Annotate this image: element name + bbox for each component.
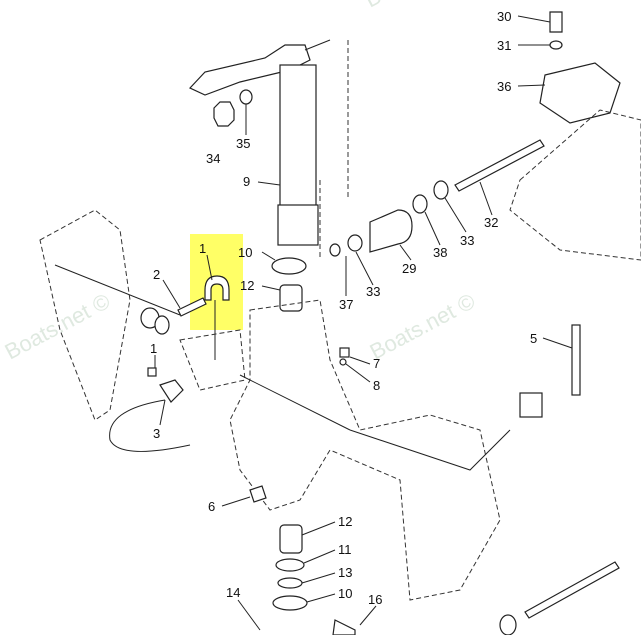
washer-part-35[interactable] (239, 89, 253, 105)
bolt-part-6[interactable] (249, 485, 267, 503)
part-37[interactable] (329, 243, 341, 257)
clamp-bracket-left (39, 209, 131, 421)
switch-part[interactable] (519, 392, 543, 418)
ring-part-13[interactable] (277, 577, 303, 589)
steering-shaft[interactable] (188, 39, 331, 246)
washer-part-33[interactable] (433, 180, 449, 200)
callout-1[interactable]: 1 (199, 241, 206, 256)
washer-part-31[interactable] (549, 40, 563, 50)
watermark: Boats.net © (361, 0, 475, 12)
bushing-part-12b[interactable] (279, 524, 303, 554)
callout-36[interactable]: 36 (497, 79, 511, 94)
lever-part-3[interactable] (159, 379, 184, 403)
callout-7[interactable]: 7 (373, 356, 380, 371)
bolt-part-32[interactable] (454, 139, 545, 192)
callout-31[interactable]: 31 (497, 38, 511, 53)
nut-part-7[interactable] (339, 347, 350, 358)
nut-part-34[interactable] (213, 101, 235, 127)
washer-part-10[interactable] (271, 257, 307, 275)
callout-35[interactable]: 35 (236, 136, 250, 151)
part-16[interactable] (332, 619, 356, 635)
callout-14[interactable]: 14 (226, 585, 240, 600)
callout-38[interactable]: 38 (433, 245, 447, 260)
assembly-line (319, 40, 349, 260)
callout-37[interactable]: 37 (339, 297, 353, 312)
callout-29[interactable]: 29 (402, 261, 416, 276)
callout-13[interactable]: 13 (338, 565, 352, 580)
callout-34[interactable]: 34 (206, 151, 220, 166)
callout-32[interactable]: 32 (484, 215, 498, 230)
callout-1b[interactable]: 1 (150, 341, 157, 356)
callout-5[interactable]: 5 (530, 331, 537, 346)
callout-16[interactable]: 16 (368, 592, 382, 607)
part-33[interactable] (347, 234, 363, 252)
callout-12b[interactable]: 12 (338, 514, 352, 529)
leader-lines (154, 15, 573, 631)
callouts: 30 31 36 35 34 9 10 12 1 2 37 33 29 38 3… (150, 9, 537, 607)
bushing-part-29[interactable] (369, 209, 413, 253)
bolt-part-30[interactable] (549, 11, 563, 33)
callout-3[interactable]: 3 (153, 426, 160, 441)
callout-33[interactable]: 33 (366, 284, 380, 299)
bushing-part-12[interactable] (279, 284, 303, 312)
swivel-bracket (229, 299, 501, 601)
callout-9[interactable]: 9 (243, 174, 250, 189)
screw-part-1b[interactable] (147, 367, 157, 377)
callout-10[interactable]: 10 (238, 245, 252, 260)
washer-part-8[interactable] (339, 358, 347, 366)
callout-30[interactable]: 30 (497, 9, 511, 24)
oring-part-11[interactable] (275, 558, 305, 572)
clip-part-1[interactable] (204, 275, 230, 301)
bolt-part-2[interactable] (177, 297, 207, 317)
watermark: Boats.net © (366, 288, 480, 364)
callout-33b[interactable]: 33 (460, 233, 474, 248)
bolt-lower-right[interactable] (524, 561, 620, 619)
clamp-bracket-right (509, 109, 641, 261)
washer-part-10b[interactable] (272, 595, 308, 611)
callout-12[interactable]: 12 (240, 278, 254, 293)
washer-part-38[interactable] (412, 194, 428, 214)
callout-2[interactable]: 2 (153, 267, 160, 282)
cable-tie-part-5[interactable] (571, 324, 581, 396)
watermark: Boats.net © (1, 288, 115, 364)
bracket-part-36[interactable] (539, 62, 621, 124)
callout-11[interactable]: 11 (338, 542, 352, 557)
callout-10b[interactable]: 10 (338, 586, 352, 601)
callout-6[interactable]: 6 (208, 499, 215, 514)
callout-8[interactable]: 8 (373, 378, 380, 393)
